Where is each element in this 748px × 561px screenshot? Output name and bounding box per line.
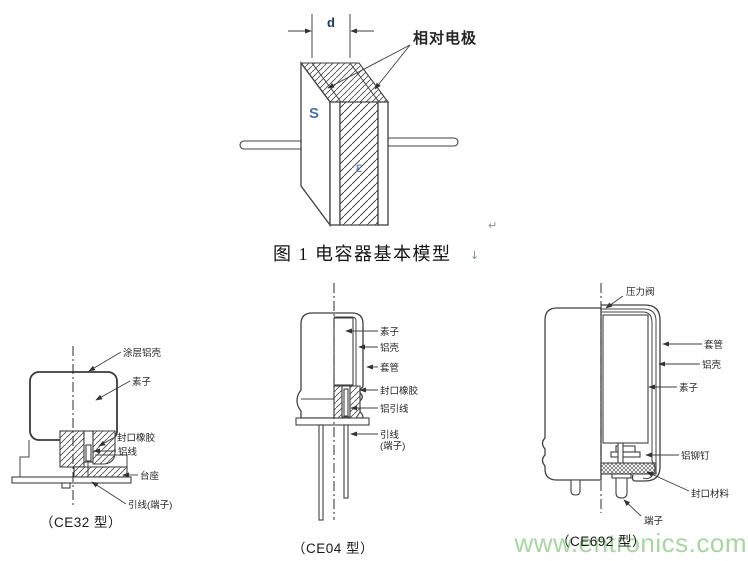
ce32-pedestal-slab bbox=[73, 466, 128, 478]
dielectric-epsilon-label: ε bbox=[355, 161, 362, 176]
ce692-label-sleeve: 套管 bbox=[704, 339, 723, 351]
ce32-label-element: 素子 bbox=[132, 376, 152, 388]
ce692-terminal-flange bbox=[611, 473, 632, 479]
ce692-label-pressure-valve: 压力阀 bbox=[626, 286, 655, 298]
ce32-bottom-plate bbox=[11, 476, 132, 484]
ce32-diagram: 涂层铝壳 素子 封口橡胶 铝线 台座 引线(端子) （CE32 型） bbox=[11, 346, 172, 530]
figure1-basic-capacitor-model: d S ε 相对电极 ↵ 图 1 电容器基本模型 ↓ bbox=[239, 14, 497, 264]
ce32-aluminum-wire bbox=[85, 444, 92, 462]
ce692-caption: （CE692 型） bbox=[556, 534, 646, 549]
ce32-leader-lead-terminal bbox=[91, 481, 127, 505]
ce692-label-element: 素子 bbox=[679, 382, 699, 394]
ce692-can-wall-outer bbox=[601, 308, 657, 464]
ce32-leader-seal-rubber bbox=[98, 436, 116, 447]
ce04-element bbox=[333, 317, 354, 386]
watermark-text: www.entronics.com bbox=[514, 528, 747, 558]
ce32-terminal-foot bbox=[61, 482, 71, 489]
ce692-element bbox=[602, 314, 649, 444]
ce692-can-wall-inner bbox=[601, 311, 653, 461]
ce32-label-seal-rubber: 封口橡胶 bbox=[117, 432, 156, 444]
electrode-leader-2 bbox=[374, 44, 411, 90]
ce692-label-aluminum-case: 铝壳 bbox=[702, 359, 722, 371]
plate-area-label: S bbox=[309, 105, 319, 122]
ce32-leader-coated-shell bbox=[88, 351, 122, 372]
ce04-label-seal-rubber: 封口橡胶 bbox=[380, 385, 419, 397]
top-face-divisions bbox=[311, 62, 380, 103]
ce04-seal-rubber-left bbox=[333, 385, 343, 419]
ce692-leader-pressure-valve bbox=[605, 295, 624, 309]
ce32-leader-element bbox=[95, 380, 131, 401]
ce692-label-aluminum-rivet: 铝铆钉 bbox=[681, 450, 710, 462]
figure1-caption: 图 1 电容器基本模型 bbox=[273, 244, 452, 264]
ce04-lead-left bbox=[318, 424, 324, 521]
electrode-label: 相对电极 bbox=[413, 29, 477, 47]
ce32-pedestal-step bbox=[95, 454, 128, 467]
ce04-label-element: 素子 bbox=[380, 326, 400, 338]
ce04-caption: （CE04 型） bbox=[292, 541, 374, 556]
right-plate-edge bbox=[377, 101, 389, 226]
ce692-leader-terminal bbox=[623, 499, 642, 517]
electrode-leader-1 bbox=[327, 44, 411, 89]
ce04-label-aluminum-lead: 铝引线 bbox=[380, 403, 409, 415]
ce32-label-pedestal: 台座 bbox=[140, 470, 160, 482]
dimension-ticks bbox=[311, 14, 351, 58]
ce32-caption: （CE32 型） bbox=[40, 515, 122, 530]
ce692-label-terminal: 端子 bbox=[644, 515, 664, 527]
ce04-can-inner-wall bbox=[334, 316, 357, 386]
ce692-can-exterior-left bbox=[541, 307, 602, 481]
dielectric-front bbox=[339, 101, 379, 226]
ce04-seal-rubber-right bbox=[349, 385, 361, 419]
lead-right bbox=[385, 137, 459, 147]
ce04-diagram: 素子 铝壳 套管 封口橡胶 铝引线 引线 (端子) （CE04 型） bbox=[292, 283, 419, 556]
ce32-label-aluminum-wire: 铝线 bbox=[118, 446, 138, 458]
ce32-seal-rubber-left bbox=[59, 430, 85, 468]
ce04-lead-right bbox=[343, 424, 349, 499]
ce32-label-lead-terminal: 引线(端子) bbox=[128, 499, 172, 511]
ce692-terminal-bolt bbox=[615, 477, 628, 499]
ce04-label-sleeve: 套管 bbox=[380, 362, 399, 374]
return-mark: ↵ bbox=[488, 219, 497, 232]
ce32-label-coated-shell: 涂层铝壳 bbox=[123, 347, 162, 359]
ce32-seal-rubber-right bbox=[92, 430, 116, 465]
ce04-label-aluminum-case: 铝壳 bbox=[380, 342, 400, 354]
ce692-diagram: 压力阀 套管 铝壳 素子 铝铆钉 封口材料 端子 （CE692 型） bbox=[541, 283, 730, 549]
ce04-bottom-flange bbox=[295, 417, 370, 426]
ce692-leader-seal-material bbox=[646, 471, 690, 492]
ce692-rivet-plate bbox=[610, 451, 641, 458]
left-plate-edge bbox=[329, 101, 341, 226]
figure1-caption-mark: ↓ bbox=[470, 249, 479, 262]
ce692-label-seal-material: 封口材料 bbox=[691, 488, 730, 500]
ce04-label-terminal: (端子) bbox=[380, 440, 405, 452]
ce692-stub-lead bbox=[570, 479, 581, 496]
ce32-left-step-profile bbox=[19, 440, 30, 477]
dim-label: d bbox=[327, 15, 335, 30]
ce04-aluminum-lead-tab bbox=[343, 388, 349, 417]
ce04-label-lead: 引线 bbox=[380, 429, 400, 441]
